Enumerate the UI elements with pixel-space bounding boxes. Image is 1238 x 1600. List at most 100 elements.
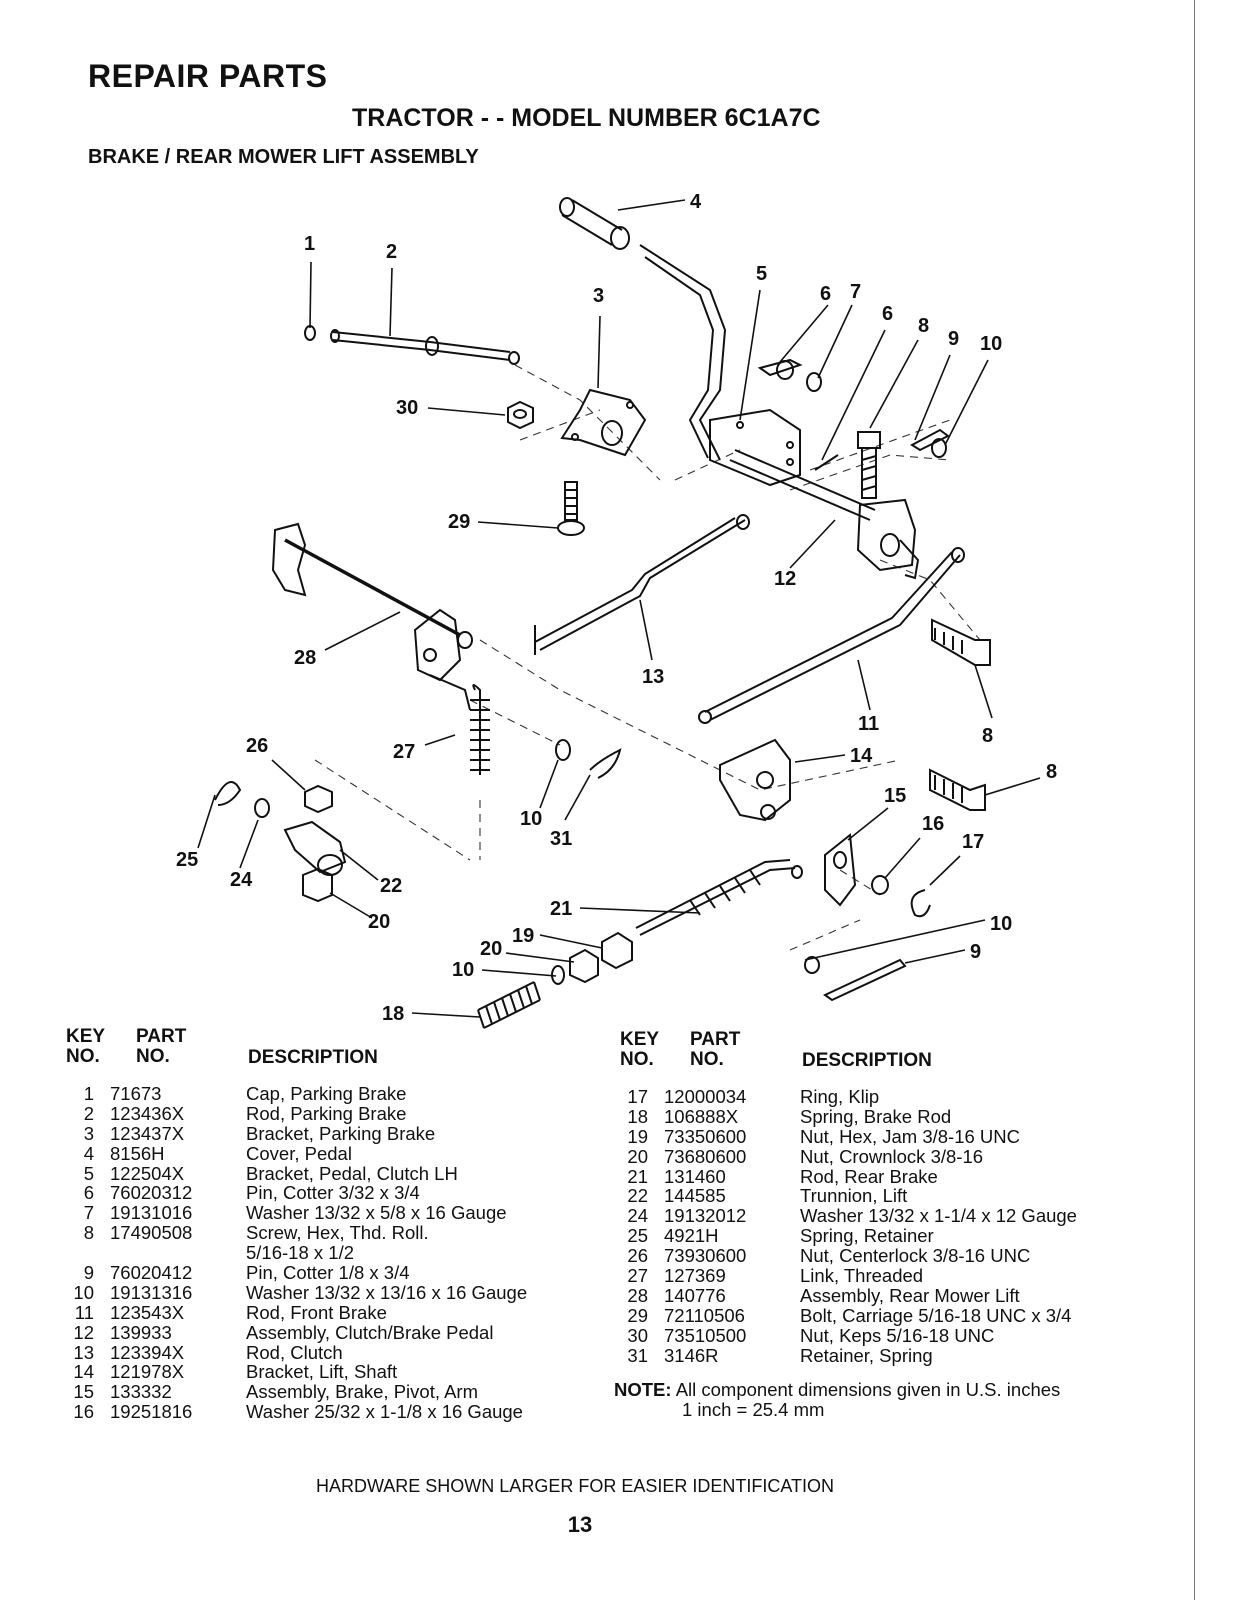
threaded-link bbox=[470, 684, 490, 775]
key-number: 17 bbox=[627, 1086, 648, 1107]
part-number: 76020412 bbox=[110, 1262, 193, 1284]
callout-label: 18 bbox=[382, 1003, 404, 1025]
key-number: 6 bbox=[83, 1182, 94, 1204]
part-number: 71673 bbox=[110, 1083, 162, 1104]
part-description: Rod, Parking Brake bbox=[246, 1102, 407, 1124]
callout-label: 10 bbox=[980, 333, 1002, 355]
part-number: 127369 bbox=[664, 1265, 726, 1287]
spring-retainer bbox=[555, 739, 622, 779]
callout-label: 9 bbox=[948, 328, 959, 350]
part-number: 76020312 bbox=[110, 1182, 193, 1204]
part-description: Rod, Front Brake bbox=[246, 1301, 387, 1323]
left-key-header: KEY NO. bbox=[66, 1027, 105, 1067]
part-number: 73680600 bbox=[664, 1145, 747, 1167]
part-number: 123394X bbox=[110, 1341, 185, 1363]
hardware-footnote: HARDWARE SHOWN LARGER FOR EASIER IDENTIF… bbox=[315, 1476, 835, 1496]
klip-ring bbox=[910, 889, 931, 918]
callout-label: 4 bbox=[690, 191, 702, 213]
part-number: 19251816 bbox=[110, 1401, 193, 1423]
part-description: Bracket, Lift, Shaft bbox=[246, 1361, 398, 1383]
section-title: BRAKE / REAR MOWER LIFT ASSEMBLY bbox=[88, 146, 479, 168]
key-number: 29 bbox=[627, 1304, 648, 1326]
callout-label: 31 bbox=[550, 828, 572, 850]
part-number: 106888X bbox=[664, 1105, 739, 1127]
part-number: 144585 bbox=[664, 1185, 726, 1207]
part-number: 73930600 bbox=[664, 1245, 747, 1267]
key-number: 13 bbox=[73, 1341, 94, 1363]
rear-mower-lift-assembly bbox=[271, 522, 473, 711]
callout-label: 11 bbox=[858, 713, 879, 735]
key-number: 3 bbox=[83, 1122, 94, 1144]
callout-label: 20 bbox=[368, 911, 390, 933]
large-washer bbox=[871, 875, 889, 895]
part-description: Nut, Hex, Jam 3/8-16 UNC bbox=[800, 1125, 1021, 1147]
right-part-header: PART NO. bbox=[690, 1030, 740, 1070]
key-header-line1: KEY bbox=[66, 1026, 106, 1047]
callout-label: 6 bbox=[882, 303, 893, 325]
key-number: 1 bbox=[83, 1083, 94, 1104]
callout-label: 26 bbox=[246, 735, 268, 757]
left-description-header: DESCRIPTION bbox=[248, 1047, 378, 1068]
key-number: 20 bbox=[627, 1145, 648, 1167]
key-number: 28 bbox=[627, 1284, 648, 1306]
part-header-line2: NO. bbox=[690, 1049, 724, 1070]
part-number: 121978X bbox=[110, 1361, 185, 1383]
part-description: Trunnion, Lift bbox=[800, 1185, 908, 1207]
callout-label: 10 bbox=[520, 808, 542, 830]
clutch-rod bbox=[534, 514, 750, 655]
key-number: 9 bbox=[83, 1262, 94, 1284]
brake-pivot-arm bbox=[824, 833, 857, 907]
callout-label: 17 bbox=[962, 831, 984, 853]
part-description: Pin, Cotter 3/32 x 3/4 bbox=[246, 1182, 420, 1204]
key-header-line1: KEY bbox=[620, 1029, 660, 1050]
part-number: 19132012 bbox=[664, 1205, 747, 1227]
callout-label: 15 bbox=[884, 785, 906, 807]
callout-label: 28 bbox=[294, 647, 316, 669]
part-number: 8156H bbox=[110, 1142, 165, 1164]
key-number: 2 bbox=[83, 1102, 94, 1124]
page-number: 13 bbox=[567, 1512, 593, 1537]
callout-label: 14 bbox=[850, 745, 873, 767]
part-description: Assembly, Rear Mower Lift bbox=[800, 1284, 1020, 1306]
part-number: 73510500 bbox=[664, 1324, 747, 1346]
parts-table-row: 6 76020312 Pin, Cotter 3/32 x 3/4 bbox=[66, 1183, 586, 1203]
callout-label: 29 bbox=[448, 511, 470, 533]
part-description: Rod, Clutch bbox=[246, 1341, 343, 1363]
right-description-header: DESCRIPTION bbox=[802, 1050, 932, 1071]
keps-nut bbox=[507, 400, 534, 430]
exploded-parts-diagram: 1 2 3 4 5 6 7 6 8 9 10 30 29 12 28 13 11… bbox=[176, 191, 1057, 1029]
part-description: Bolt, Carriage 5/16-18 UNC x 3/4 bbox=[800, 1304, 1072, 1326]
key-number: 24 bbox=[627, 1205, 648, 1227]
callout-label: 9 bbox=[970, 941, 981, 963]
callout-label: 8 bbox=[1046, 761, 1057, 783]
part-description: Spring, Brake Rod bbox=[800, 1105, 952, 1127]
part-description: Washer 13/32 x 13/16 x 16 Gauge bbox=[246, 1281, 528, 1303]
callout-label: 10 bbox=[452, 959, 474, 981]
callout-label: 8 bbox=[982, 725, 993, 747]
callout-label: 22 bbox=[380, 875, 402, 897]
cotter-pins-washers bbox=[757, 358, 950, 471]
key-number: 11 bbox=[74, 1301, 94, 1323]
key-number: 26 bbox=[627, 1245, 648, 1267]
part-description: Pin, Cotter 1/8 x 3/4 bbox=[246, 1262, 410, 1284]
leader-lines bbox=[197, 199, 1041, 1018]
callout-label: 3 bbox=[593, 285, 604, 307]
brake-rod-spring bbox=[477, 981, 541, 1029]
assembly-guide-lines bbox=[314, 364, 981, 951]
